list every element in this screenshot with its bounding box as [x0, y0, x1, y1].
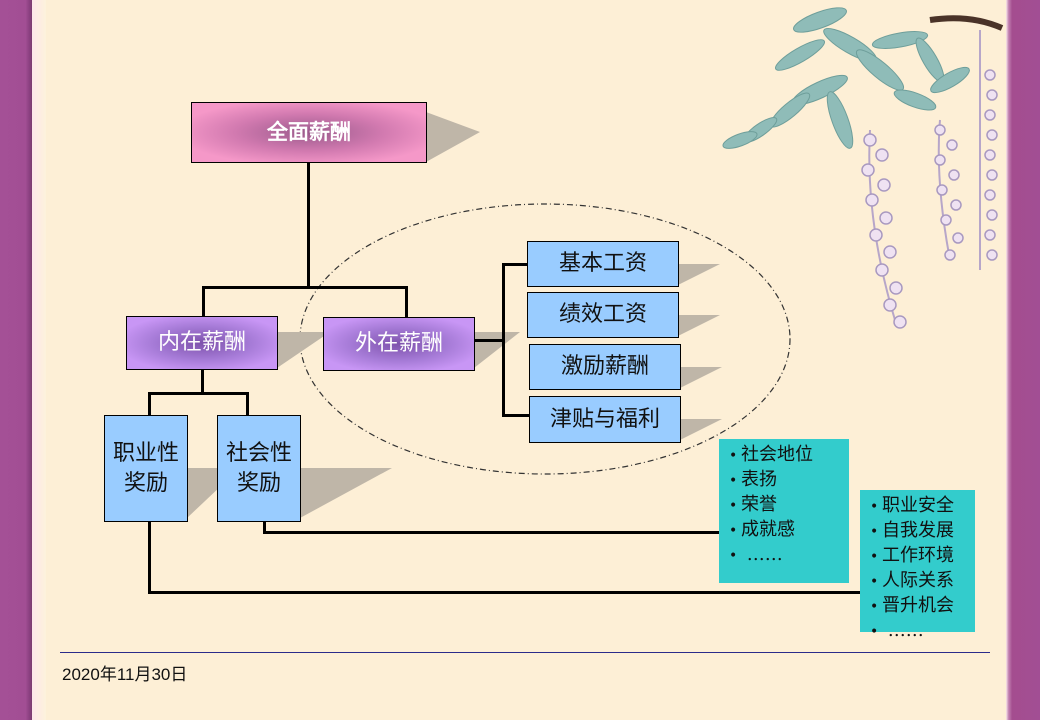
bullet: •: [729, 473, 738, 489]
right-frame-border: [1006, 0, 1040, 720]
footer-date: 2020年11月30日: [62, 665, 188, 684]
connector-basic-salary: [502, 263, 528, 266]
list-item-text: 社会地位: [741, 444, 813, 465]
bullet: •: [729, 448, 738, 464]
node-label: 内在薪酬: [157, 330, 246, 356]
list-item: •社会地位: [729, 443, 849, 468]
node-allowance-benefits: 津贴与福利: [529, 396, 681, 443]
connector-career-to-details: [148, 591, 861, 594]
list-item-text: ……: [741, 544, 783, 565]
node-career-reward: 职业性 奖励: [104, 415, 188, 522]
connector-career-up: [148, 392, 151, 416]
node-label-line2: 奖励: [236, 470, 281, 496]
list-item: •工作环境: [870, 544, 975, 569]
node-label: 激励薪酬: [560, 354, 649, 380]
bullet: •: [870, 499, 879, 515]
connector-root-down: [307, 162, 310, 288]
social-reward-details: •社会地位 •表扬 •荣誉 •成就感 • ……: [719, 439, 849, 583]
connector-extrinsic-up: [405, 286, 408, 317]
career-reward-list: •职业安全 •自我发展 •工作环境 •人际关系 •晋升机会 • ……: [870, 494, 975, 644]
list-item-text: 荣誉: [741, 494, 777, 515]
list-item: •表扬: [729, 468, 849, 493]
node-intrinsic-compensation: 内在薪酬: [126, 316, 278, 370]
footer-divider: [60, 652, 990, 653]
left-frame-border: [0, 0, 32, 720]
list-item-text: ……: [882, 620, 924, 641]
node-label-line2: 奖励: [123, 470, 168, 496]
node-label-line1: 社会性: [225, 440, 292, 466]
bullet: •: [870, 574, 879, 590]
list-item-text: 职业安全: [882, 495, 954, 516]
bullet: •: [870, 599, 879, 615]
node-performance-pay: 绩效工资: [527, 292, 679, 338]
node-extrinsic-compensation: 外在薪酬: [323, 317, 475, 371]
node-social-reward: 社会性 奖励: [217, 415, 301, 522]
connector-level2-bar: [202, 286, 408, 289]
node-incentive-pay: 激励薪酬: [529, 344, 681, 390]
root-node-total-compensation: 全面薪酬: [191, 102, 427, 163]
bullet: •: [729, 498, 738, 514]
bullet: •: [870, 549, 879, 565]
wisteria-decoration-icon: [722, 7, 1004, 329]
connector-extrinsic-right: [474, 339, 504, 342]
node-label: 绩效工资: [558, 302, 647, 328]
list-item: •成就感: [729, 518, 849, 543]
connector-social-to-details: [263, 531, 720, 534]
bullet: •: [870, 624, 879, 640]
node-label: 津贴与福利: [549, 406, 660, 432]
connector-intrinsic-down: [201, 369, 204, 394]
connector-social-down: [263, 520, 266, 534]
node-label: 外在薪酬: [354, 331, 443, 357]
list-item: •自我发展: [870, 519, 975, 544]
connector-intrinsic-up: [202, 286, 205, 317]
connector-extrinsic-vbar: [502, 263, 505, 417]
connector-allowance: [502, 414, 530, 417]
left-frame-fade: [32, 0, 46, 720]
list-item: •荣誉: [729, 493, 849, 518]
node-label: 基本工资: [558, 251, 647, 277]
node-label-line1: 职业性: [112, 440, 179, 466]
list-item-text: 成就感: [741, 519, 795, 540]
root-node-label: 全面薪酬: [267, 119, 351, 145]
connector-social-up: [246, 392, 249, 416]
bullet: •: [729, 523, 738, 539]
connector-career-down: [148, 520, 151, 594]
list-item-text: 晋升机会: [882, 595, 954, 616]
bullet: •: [870, 524, 879, 540]
list-item: •职业安全: [870, 494, 975, 519]
list-item-text: 自我发展: [882, 520, 954, 541]
list-item-text: 工作环境: [882, 545, 954, 566]
list-item: •人际关系: [870, 569, 975, 594]
connector-intrinsic-bar: [148, 392, 249, 395]
node-basic-salary: 基本工资: [527, 241, 679, 287]
list-item-text: 人际关系: [882, 570, 954, 591]
career-reward-details: •职业安全 •自我发展 •工作环境 •人际关系 •晋升机会 • ……: [860, 490, 975, 641]
list-item-text: 表扬: [741, 469, 777, 490]
list-item: • ……: [729, 543, 849, 568]
list-item: • ……: [870, 619, 975, 644]
list-item: •晋升机会: [870, 594, 975, 619]
social-reward-list: •社会地位 •表扬 •荣誉 •成就感 • ……: [729, 443, 849, 568]
bullet: •: [729, 548, 738, 564]
